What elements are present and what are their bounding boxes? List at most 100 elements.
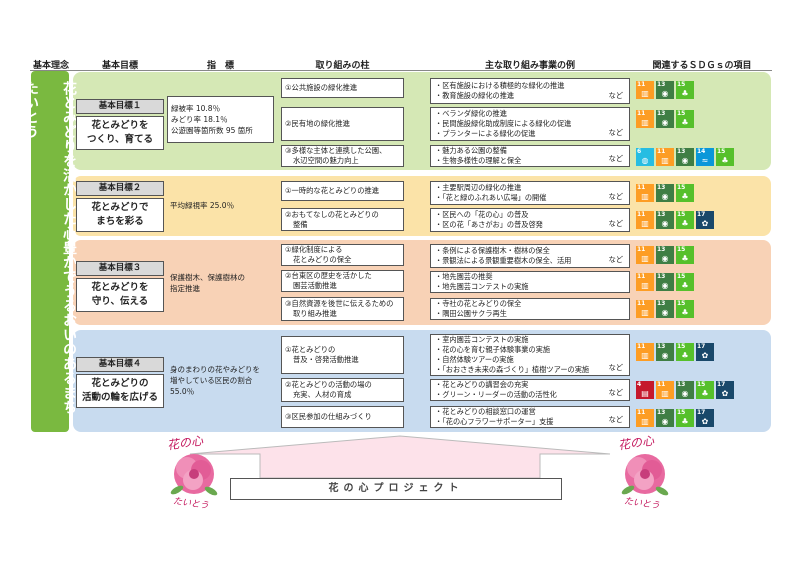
sdg-15-icon: 15♣ <box>676 273 694 291</box>
pillar-text: 普及・啓発活動推進 <box>293 355 359 364</box>
goal-2-project-2: ・区民への「花の心」の普及 ・区の花「あさがお」の普及啓発 など <box>430 208 630 232</box>
sdg-17-icon: 17✿ <box>696 409 714 427</box>
pillar-text: 水辺空間の魅力向上 <box>293 156 359 165</box>
goal-1-indicator-line: 緑被率 10.8％ <box>171 104 221 113</box>
sdg-13-icon: 13◉ <box>656 246 674 264</box>
goal-4-name: 花とみどりの 活動の輪を広げる <box>76 374 164 408</box>
project-line: ・条例による保護樹木・樹林の保全 <box>435 246 550 255</box>
project-line: ・花の心を育む親子体験事業の実施 <box>435 345 551 354</box>
pillar-text: 充実、人材の育成 <box>293 390 352 399</box>
project-line: ・花とみどりの相談窓口の運営 <box>435 407 536 416</box>
goal-band-4 <box>73 330 771 432</box>
project-etc: など <box>608 192 623 201</box>
sdg-13-icon: 13◉ <box>676 148 694 166</box>
header-indicator: 指 標 <box>206 61 234 71</box>
sdg-4-icon: 4▤ <box>636 381 654 399</box>
project-etc: など <box>608 91 623 100</box>
project-line: ・「花と緑のふれあい広場」の開催 <box>435 193 547 202</box>
goal-1-pillar-3: ③多様な主体と連携した公園、 水辺空間の魅力向上 <box>281 145 404 167</box>
project-line: ・室内園芸コンテストの実施 <box>435 335 529 344</box>
pillar-text: ③区民参加の仕組みづくり <box>285 412 372 421</box>
sdg-row: 11▥13◉15♣ <box>636 184 694 202</box>
sdg-17-icon: 17✿ <box>716 381 734 399</box>
sdg-13-icon: 13◉ <box>656 300 674 318</box>
project-line: ・寺社の花とみどりの保全 <box>435 299 522 308</box>
sdg-13-icon: 13◉ <box>656 110 674 128</box>
goal-2-pillar-1: ①一時的な花とみどりの推進 <box>281 181 404 201</box>
pillar-text: ③自然資源を後世に伝えるための <box>285 299 394 308</box>
goal-band-3 <box>73 240 771 325</box>
logo-left: 花の心 たいとう <box>165 434 223 514</box>
project-line: ・「おおさき未来の森づくり」植樹ツアーの実施 <box>435 365 590 374</box>
header-projects: 主な取り組み事業の例 <box>484 61 575 71</box>
project-etc: など <box>608 363 623 372</box>
project-line: ・地先園芸の推奨 <box>435 272 493 281</box>
sdg-11-icon: 11▥ <box>636 300 654 318</box>
goal-3-project-3: ・寺社の花とみどりの保全 ・隅田公園サクラ再生 <box>430 298 630 320</box>
goal-3-pillar-3: ③自然資源を後世に伝えるための 取り組み推進 <box>281 297 404 321</box>
rose-icon <box>170 454 218 496</box>
goal-1-name-line2: つくり、育てる <box>86 134 154 145</box>
goal-1-pillar-2: ②民有地の緑化推進 <box>281 107 404 141</box>
logo-right: 花の心 たいとう <box>616 434 674 514</box>
goal-2-indicator-line: 平均緑視率 25.0％ <box>170 200 235 210</box>
sdg-15-icon: 15♣ <box>716 148 734 166</box>
goal-4-pillar-3: ③区民参加の仕組みづくり <box>281 406 404 428</box>
goal-1-project-1: ・区有施設における積極的な緑化の推進 ・教育施設の緑化の推進 など <box>430 78 630 104</box>
pillar-text: ①公共施設の緑化推進 <box>285 83 358 92</box>
sdg-row: 11▥13◉15♣17✿ <box>636 343 714 361</box>
sdg-11-icon: 11▥ <box>636 81 654 99</box>
sdg-13-icon: 13◉ <box>656 184 674 202</box>
sdg-13-icon: 13◉ <box>656 81 674 99</box>
goal-1-project-2: ・ベランダ緑化の推進 ・民間施設緑化助成制度による緑化の促進 ・プランターによる… <box>430 107 630 141</box>
sdg-row: 11▥13◉15♣ <box>636 300 694 318</box>
sdg-15-icon: 15♣ <box>676 184 694 202</box>
goal-4-indicator-line: 身のまわりの花やみどりを <box>170 364 260 374</box>
pillar-text: ②民有地の緑化推進 <box>285 119 350 128</box>
goal-4-project-3: ・花とみどりの相談窓口の運営 ・「花の心フラワーサポーター」支援 など <box>430 406 630 428</box>
pillar-text: 花とみどりの保全 <box>293 255 352 264</box>
project-etc: など <box>608 154 623 163</box>
project-etc: など <box>608 388 623 397</box>
goal-1-indicator-line: 公遊園等箇所数 95 箇所 <box>171 126 253 135</box>
sdg-row: 4▤11▥13◉15♣17✿ <box>636 381 734 399</box>
philosophy-text: 花とみどりを活かした心豊かでうるおいのあるまち たいとう <box>23 81 77 429</box>
project-line: ・生物多様性の理解と保全 <box>435 156 522 165</box>
sdg-13-icon: 13◉ <box>676 381 694 399</box>
project-line: ・隅田公園サクラ再生 <box>435 309 507 318</box>
header-sdgs: 関連するＳＤＧｓの項目 <box>652 61 752 71</box>
goal-1-number: 基本目標１ <box>76 99 164 114</box>
goal-4-project-2: ・花とみどりの講習会の充実 ・グリーン・リーダーの活動の活性化 など <box>430 379 630 401</box>
pillar-text: 取り組み推進 <box>293 309 337 318</box>
goal-4-name-line2: 活動の輪を広げる <box>81 392 158 403</box>
sdg-11-icon: 11▥ <box>656 381 674 399</box>
header-goal: 基本目標 <box>101 61 138 71</box>
project-line: ・「花の心フラワーサポーター」支援 <box>435 417 554 426</box>
project-banner: 花の心プロジェクト <box>230 478 562 500</box>
sdg-11-icon: 11▥ <box>636 246 654 264</box>
goal-1-name-line1: 花とみどりを <box>91 120 149 131</box>
pillar-text: ①花とみどりの <box>285 345 336 354</box>
goal-band-2 <box>73 176 771 236</box>
pillar-text: ②花とみどりの活動の場の <box>285 380 372 389</box>
goal-1-indicator: 緑被率 10.8％ みどり率 18.1％ 公遊園等箇所数 95 箇所 <box>167 96 274 143</box>
pillar-text: 整備 <box>293 219 308 229</box>
goal-4-number: 基本目標４ <box>76 357 164 372</box>
goal-2-pillar-2: ②おもてなしの花とみどりの 整備 <box>281 208 404 231</box>
goal-2-project-1: ・主要駅周辺の緑化の推進 ・「花と緑のふれあい広場」の開催 など <box>430 181 630 205</box>
pillar-text: ②台東区の歴史を活かした <box>285 271 372 280</box>
goal-3-number: 基本目標３ <box>76 261 164 276</box>
project-line: ・区有施設における積極的な緑化の推進 <box>435 81 565 90</box>
sdg-17-icon: 17✿ <box>696 211 714 229</box>
sdg-17-icon: 17✿ <box>696 343 714 361</box>
sdg-15-icon: 15♣ <box>676 300 694 318</box>
sdg-15-icon: 15♣ <box>676 81 694 99</box>
goal-3-name: 花とみどりを 守り、伝える <box>76 278 164 312</box>
sdg-row: 11▥13◉15♣ <box>636 81 694 99</box>
project-etc: など <box>608 255 623 264</box>
sdg-15-icon: 15♣ <box>676 211 694 229</box>
sdg-11-icon: 11▥ <box>636 343 654 361</box>
sdg-13-icon: 13◉ <box>656 409 674 427</box>
sdg-14-icon: 14≈ <box>696 148 714 166</box>
sdg-row: 11▥13◉15♣ <box>636 246 694 264</box>
